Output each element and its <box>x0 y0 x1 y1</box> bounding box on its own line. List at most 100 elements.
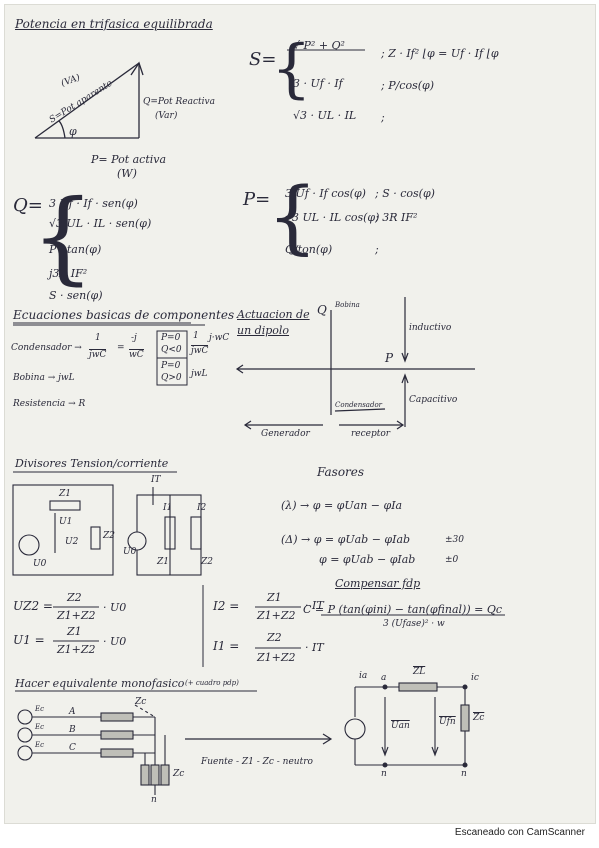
dipolo-capacitivo: Capacitivo <box>409 395 458 405</box>
cdiv-u0: U0 <box>123 547 137 557</box>
current-divider-circuit <box>127 487 202 576</box>
p-eq-right-3: ; <box>375 243 379 256</box>
three-ec-2: Ec <box>35 723 45 731</box>
cond-frac2-den: wC <box>129 349 144 360</box>
three-n: n <box>151 795 157 805</box>
mono-n2: n <box>461 769 467 779</box>
eq-u1-lhs: U1 = <box>13 633 45 647</box>
box-frac-den: jwC <box>191 345 209 356</box>
section-title-divisores: Divisores Tension/corriente <box>15 457 169 470</box>
resistencia-label: Resistencia → R <box>13 399 86 409</box>
triangle-p-label: P= Pot activa <box>91 153 167 166</box>
three-zc-side: Zc <box>173 769 185 779</box>
eq-i2-rhs: · IT <box>305 599 324 612</box>
three-zc-top: Zc <box>135 697 147 707</box>
cond-frac2-num: -j <box>131 333 137 343</box>
divider-separator <box>13 471 204 667</box>
section-title-components: Ecuaciones basicas de componentes <box>13 308 235 322</box>
cdiv-z1: Z1 <box>157 557 169 567</box>
eq-i2-den: Z1+Z2 <box>257 609 296 622</box>
dipolo-inductivo: inductivo <box>409 323 452 333</box>
eq-i1-den: Z1+Z2 <box>257 651 296 664</box>
s-eq-row-3: √3 · UL · IL <box>293 109 357 122</box>
eq-i2-num: Z1 <box>267 591 282 604</box>
eq-i1-rhs: · IT <box>305 641 324 654</box>
cond-frac1-num: 1 <box>95 333 101 343</box>
dipole-axes <box>235 297 475 430</box>
section-title-fasores: Fasores <box>317 465 365 479</box>
mono-a: a <box>381 673 387 683</box>
compensar-eq: C = P (tan(φini) − tan(φfinal)) = Qc <box>303 603 503 616</box>
three-phase-circuit <box>17 704 170 795</box>
div-u1: U1 <box>59 517 73 527</box>
equivalence-arrow <box>185 733 333 745</box>
dipolo-receptor: receptor <box>351 429 391 439</box>
mono-ia: ia <box>359 671 368 681</box>
fasor-line-3: φ = φUab − φIab <box>319 553 416 566</box>
monofasico-note: (+ cuadro pdp) <box>185 679 239 687</box>
section-title-compensar: Compensar fdp <box>335 577 421 590</box>
s-eq-right-2: ; P/cos(φ) <box>381 79 435 92</box>
q-eq-row-2: √3 UL · IL · sen(φ) <box>49 217 152 230</box>
mono-uan: Uan <box>391 721 410 731</box>
q-eq-row-4: j3X IF² <box>49 267 88 280</box>
dipolo-p-axis: P <box>385 351 394 365</box>
triangle-angle: φ <box>69 125 77 138</box>
fasor-note-2: ±0 <box>445 555 459 565</box>
s-eq-right-1: ; Z · If² ⌊φ = Uf · If ⌊φ <box>381 47 499 60</box>
bobina-label: Bobina → jwL <box>13 373 75 383</box>
three-ec-1: Ec <box>35 705 45 713</box>
cdiv-i2: I2 <box>197 503 207 513</box>
section-title-power: Potencia en trifasica equilibrada <box>15 17 213 31</box>
p-eq-row-2: √3 UL · IL cos(φ) <box>285 211 380 224</box>
q-eq-row-1: 3 Uf · If · sen(φ) <box>49 197 138 210</box>
box-bottom-1: P=0 <box>161 361 181 371</box>
fasor-line-2: (Δ) → φ = φUab − φIab <box>281 533 411 546</box>
dipolo-bobina: Bobina <box>335 301 360 309</box>
p-eq-lhs: P= <box>243 189 271 210</box>
box-tag2: jwL <box>191 369 208 379</box>
fasor-line-1: (λ) → φ = φUan − φIa <box>281 499 403 512</box>
triangle-q-label: Q=Pot Reactiva <box>143 97 215 107</box>
div-z2: Z2 <box>103 531 115 541</box>
mono-zl: ZL <box>413 667 426 677</box>
drawing-layer <box>12 49 505 795</box>
voltage-divider-circuit <box>12 484 114 576</box>
triangle-arrow <box>130 61 144 76</box>
box-top-1: P=0 <box>161 333 181 343</box>
mono-ufn: Ufn <box>439 717 456 727</box>
p-eq-row-3: Q/ton(φ) <box>285 243 333 256</box>
s-eq-brace: { <box>271 32 312 106</box>
eq-u2-num: Z2 <box>67 591 82 604</box>
mono-zc: Zc <box>473 713 485 723</box>
three-a: A <box>69 707 76 717</box>
eq-u2-lhs: UZ2 = <box>13 599 53 613</box>
q-eq-brace: { <box>31 178 95 295</box>
div-z1: Z1 <box>59 489 71 499</box>
eq-u1-rhs: · U0 <box>103 635 127 648</box>
dipolo-generador: Generador <box>261 429 310 439</box>
triangle-q-unit: (Var) <box>155 111 178 121</box>
div-u0: U0 <box>33 559 47 569</box>
mono-ic: ic <box>471 673 479 683</box>
eq-u2-rhs: · U0 <box>103 601 127 614</box>
q-eq-row-3: P · tan(φ) <box>49 243 102 256</box>
eq-u2-den: Z1+Z2 <box>57 609 96 622</box>
p-eq-right-1: ; S · cos(φ) <box>375 187 435 200</box>
p-eq-row-1: 3 Uf · If cos(φ) <box>285 187 366 200</box>
cond-frac1-den: jwC <box>89 349 107 360</box>
box-bottom-2: Q>0 <box>161 373 182 383</box>
s-eq-right-3: ; <box>381 111 385 124</box>
three-c: C <box>69 743 76 753</box>
single-phase-circuit <box>344 682 470 768</box>
eq-i1-lhs: I1 = <box>213 639 240 653</box>
cond-label: Condensador → <box>11 343 82 353</box>
scan-footer: Escaneado con CamScanner <box>454 827 585 838</box>
component-box <box>156 330 188 386</box>
mono-n1: n <box>381 769 387 779</box>
eq-i2-lhs: I2 = <box>213 599 240 613</box>
cond-eq-sign: = <box>117 343 125 353</box>
triangle-angle-arc <box>58 120 66 139</box>
three-b: B <box>69 725 76 735</box>
section-title-dipolo: Actuacion de un dipolo <box>237 308 310 337</box>
